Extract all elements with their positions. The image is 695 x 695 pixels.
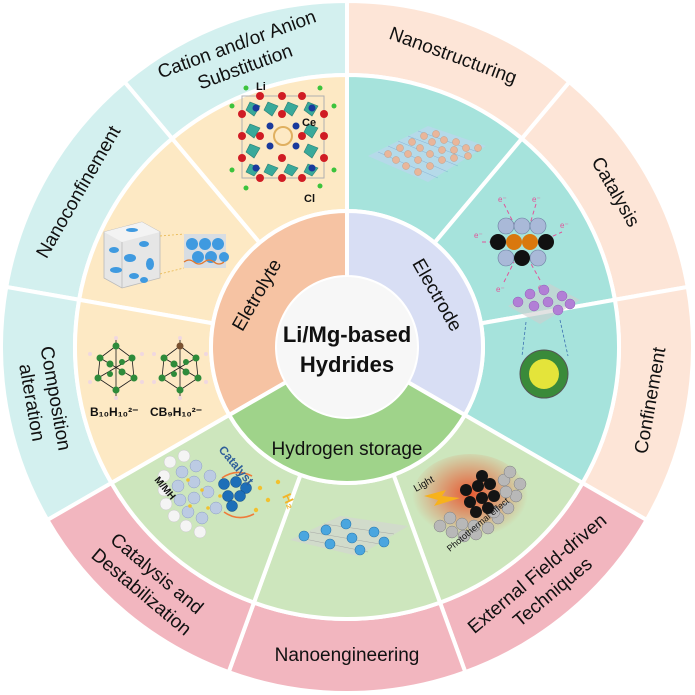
core-shell-illustration bbox=[508, 284, 580, 399]
blue-atoms bbox=[252, 104, 316, 172]
red-atoms bbox=[238, 92, 328, 182]
outer-label-nanoengineering: Nanoengineering bbox=[275, 645, 420, 666]
blue-spheres bbox=[298, 518, 390, 556]
center-title-line1: Li/Mg-based bbox=[283, 322, 411, 347]
green-atoms bbox=[229, 85, 337, 191]
boron-clusters-illustration: B₁₀H₁₀²⁻ CB₉H₁₀²⁻ bbox=[88, 336, 208, 419]
nanoengineered-sheet-illustration bbox=[290, 516, 408, 556]
inner-label-hydrogen: Hydrogen storage bbox=[271, 439, 422, 460]
b10h10-cluster bbox=[88, 336, 144, 400]
cl-label: Cl bbox=[304, 193, 315, 205]
b10h10-label: B₁₀H₁₀²⁻ bbox=[90, 405, 138, 419]
nanostructured-sheet-illustration bbox=[368, 126, 486, 182]
crystal-structure-illustration: Li Ce Cl bbox=[229, 81, 337, 205]
photothermal-illustration: Light Photothermal effect bbox=[412, 454, 528, 554]
h2-label: H₂ bbox=[279, 491, 299, 511]
electron-label: e⁻ bbox=[560, 221, 569, 230]
cb9h10-cluster bbox=[152, 336, 208, 400]
electron-label: e⁻ bbox=[532, 195, 541, 204]
illustrations-layer: Li Ce Cl bbox=[88, 81, 580, 556]
catalyst-lattice-illustration: Catalyst M/MH H₂ bbox=[152, 443, 299, 539]
electron-label: e⁻ bbox=[496, 285, 505, 294]
ce-label: Ce bbox=[302, 117, 316, 129]
core-sphere bbox=[529, 359, 559, 389]
electron-label: e⁻ bbox=[498, 195, 507, 204]
lightning-icon bbox=[424, 490, 460, 506]
cb9h10-label: CB₉H₁₀²⁻ bbox=[150, 405, 202, 419]
center-title-line2: Hydrides bbox=[300, 352, 394, 377]
center-circle bbox=[277, 277, 417, 417]
catalyst-cluster-illustration: e⁻ e⁻ e⁻ e⁻ e⁻ e⁻ bbox=[474, 195, 569, 294]
porous-cube-illustration bbox=[103, 221, 229, 289]
center-hub: Li/Mg-based Hydrides bbox=[277, 277, 417, 417]
electron-label: e⁻ bbox=[474, 231, 483, 240]
ring-bond bbox=[273, 126, 293, 146]
particles bbox=[384, 130, 482, 176]
li-label: Li bbox=[256, 81, 266, 93]
